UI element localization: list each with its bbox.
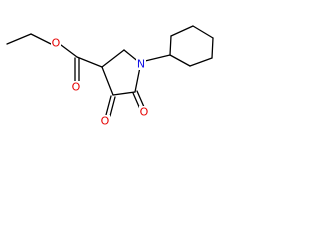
- n1-label-background: [136, 58, 146, 70]
- bond-c4-ketone-2: [109, 96, 116, 117]
- bond-c5-ketone-2: [136, 90, 145, 108]
- bond-c3-ester-carbon: [76, 56, 103, 68]
- bond-cy5-cy6: [170, 25, 194, 37]
- bond-n1-cyclohexyl: [144, 54, 171, 62]
- ester-carbonyl-oxygen-label: O: [72, 81, 81, 94]
- c5-ketone-oxygen-label: O: [140, 106, 149, 119]
- bond-c5-ketone-1: [132, 92, 141, 110]
- bond-c5-n1: [134, 66, 141, 93]
- bond-c3-c4: [101, 66, 114, 96]
- bond-ester-carbon-oxygen: [60, 44, 78, 58]
- c5-ketone-oxygen-label-background: [139, 106, 149, 118]
- c4-ketone-oxygen-label-background: [100, 115, 110, 127]
- bond-c4-ketone-1: [105, 95, 112, 116]
- bond-cy3-cy4: [211, 37, 214, 59]
- bond-c2-c3: [101, 49, 125, 68]
- bond-ch2-ch3: [6, 33, 32, 45]
- nitrogen-atom-label: N: [137, 58, 145, 71]
- ester-carbonyl-oxygen-label-background: [71, 81, 81, 93]
- bond-cy6-cy1: [169, 35, 172, 56]
- ester-ether-oxygen-label-background: [51, 37, 61, 49]
- bond-oxygen-ch2: [30, 33, 52, 45]
- chemical-structure-diagram: N O O O O: [6, 25, 214, 128]
- bond-cy1-cy2: [169, 54, 191, 67]
- bond-cy2-cy3: [189, 57, 213, 67]
- bond-c4-c5: [112, 91, 136, 96]
- c4-ketone-oxygen-label: O: [101, 115, 110, 128]
- ester-ether-oxygen-label: O: [52, 37, 61, 50]
- bond-cy4-cy5: [192, 25, 214, 39]
